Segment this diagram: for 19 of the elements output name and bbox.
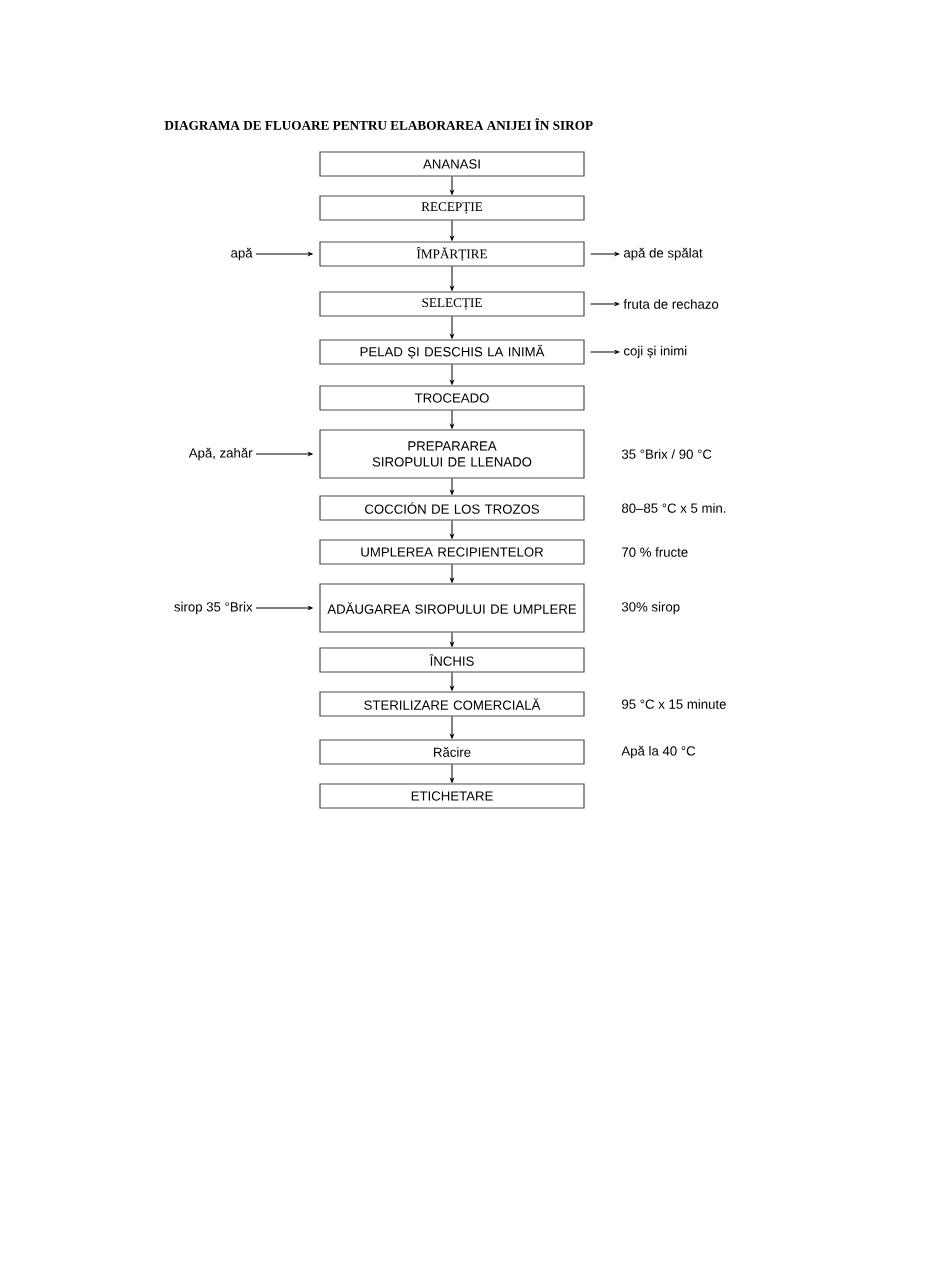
arrow [450,176,454,195]
arrow [255,252,313,256]
arrow [590,302,620,306]
arrow [255,452,313,456]
arrow [450,716,454,739]
arrow [450,478,454,495]
arrow [450,564,454,583]
arrow [450,520,454,539]
arrow [450,220,454,241]
arrow [450,410,454,429]
arrow [450,316,454,339]
arrow [450,266,454,291]
arrow [450,364,454,385]
arrow [450,632,454,647]
arrow [590,350,620,354]
arrow [450,672,454,691]
arrow [450,764,454,783]
arrow [590,252,620,256]
arrow [255,606,313,610]
